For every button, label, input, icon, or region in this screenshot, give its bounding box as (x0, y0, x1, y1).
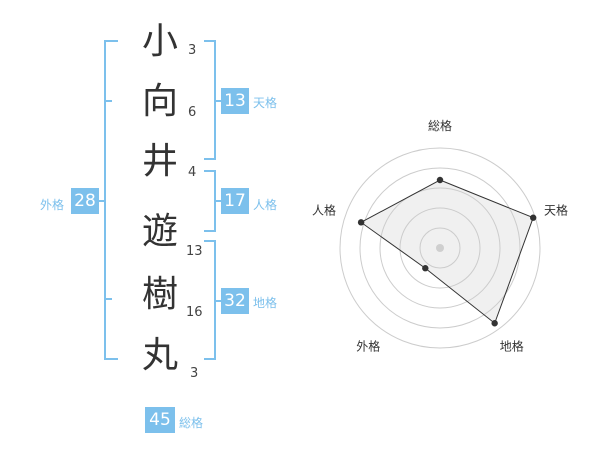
gaikaku-label: 外格 (40, 198, 65, 212)
jinkaku-connector (214, 200, 222, 202)
chikaku-bracket-bottom (204, 358, 216, 360)
tenkaku-bracket-top (204, 40, 216, 42)
tenkaku-bracket-bottom (204, 158, 216, 160)
gaikaku-bracket-bottom (104, 358, 118, 360)
jinkaku-value: 17 (221, 188, 249, 214)
tenkaku-value: 13 (221, 88, 249, 114)
jinkaku-bracket-bottom (204, 230, 216, 232)
soukaku-label: 総格 (179, 416, 204, 430)
jinkaku-label: 人格 (253, 198, 278, 212)
radar-axis-label-1: 総格 (428, 118, 452, 133)
radar-point-2 (530, 214, 537, 221)
jinkaku-bracket-top (204, 170, 216, 172)
chikaku-label: 地格 (253, 296, 278, 310)
name-char-4: 遊 (141, 211, 178, 252)
name-char-2: 向 (141, 81, 178, 122)
radar-point-1 (436, 176, 444, 184)
chikaku-value: 32 (221, 288, 249, 314)
radar-data-outline (360, 179, 534, 325)
soukaku-value: 45 (145, 407, 175, 433)
gaikaku-value: 28 (71, 188, 99, 214)
radar-axis-label-3: 地格 (500, 339, 524, 354)
radar-axis-label-5: 人格 (312, 202, 336, 217)
radar-ring-4 (359, 167, 521, 329)
radar-point-4 (422, 265, 429, 272)
radar-point-3 (491, 320, 498, 327)
name-char-1: 小 (141, 21, 178, 62)
stroke-count-6: 3 (190, 366, 199, 381)
stroke-count-5: 16 (186, 305, 203, 320)
gaikaku-bracket-tick-1 (104, 100, 112, 102)
stroke-count-1: 3 (188, 43, 197, 58)
chikaku-bracket-top (204, 240, 216, 242)
gaikaku-connector (98, 200, 106, 202)
name-char-6: 丸 (141, 335, 178, 376)
radar-ring-1 (419, 227, 461, 269)
gaikaku-bracket-top (104, 40, 118, 42)
radar-center-dot (436, 244, 444, 252)
stroke-count-4: 13 (186, 244, 203, 259)
stroke-count-2: 6 (188, 105, 197, 120)
name-char-3: 井 (141, 141, 178, 182)
gaikaku-bracket-tick-2 (104, 298, 112, 300)
stroke-count-3: 4 (188, 165, 197, 180)
name-char-5: 樹 (141, 274, 178, 315)
tenkaku-connector (214, 100, 222, 102)
radar-axis-label-2: 天格 (544, 202, 568, 217)
tenkaku-label: 天格 (253, 96, 278, 110)
chikaku-connector (214, 300, 222, 302)
radar-data-area (361, 180, 534, 324)
radar-axis-label-4: 外格 (356, 339, 380, 354)
radar-point-5 (357, 219, 365, 226)
radar-ring-2 (399, 207, 481, 289)
radar-ring-3 (379, 187, 501, 309)
